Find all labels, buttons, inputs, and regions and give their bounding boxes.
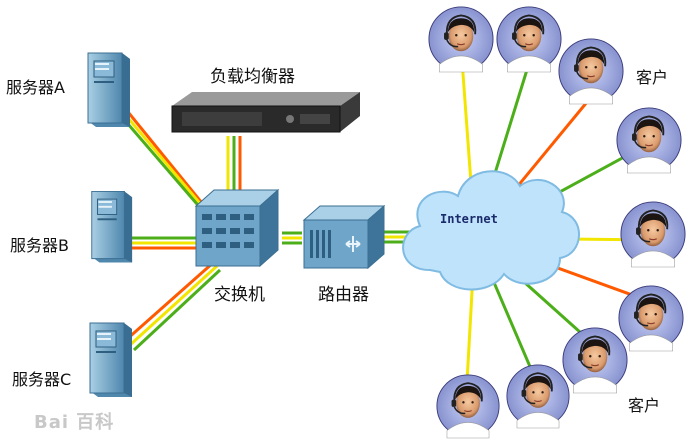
server-b-label: 服务器B — [10, 236, 69, 255]
switch-label: 交换机 — [214, 285, 265, 305]
router-label: 路由器 — [318, 285, 369, 305]
load-balancer-icon — [171, 92, 360, 133]
client-avatar-icon — [496, 5, 562, 74]
server-a-icon — [87, 52, 131, 128]
client-label-top: 客户 — [636, 68, 669, 87]
internet-label: Internet — [440, 212, 498, 226]
router-icon — [302, 204, 386, 270]
internet-cloud-icon — [402, 170, 580, 291]
client-avatar-icon — [558, 37, 624, 105]
client-avatar-icon — [616, 106, 682, 175]
server-a-label: 服务器A — [6, 78, 65, 97]
watermark: Bai 百科 — [34, 412, 115, 433]
client-avatar-icon — [506, 363, 570, 430]
client-avatar-icon — [562, 326, 628, 395]
server-b-icon — [91, 190, 133, 263]
server-c-icon — [89, 322, 133, 398]
client-avatar-icon — [428, 5, 494, 74]
client-avatar-icon — [620, 200, 686, 269]
switch-icon — [194, 188, 280, 268]
client-avatar-icon — [436, 373, 500, 440]
client-avatar-icon — [618, 284, 684, 353]
load-balancer-label: 负载均衡器 — [210, 67, 295, 87]
client-label-bottom: 客户 — [628, 396, 661, 415]
server-c-label: 服务器C — [12, 370, 72, 389]
